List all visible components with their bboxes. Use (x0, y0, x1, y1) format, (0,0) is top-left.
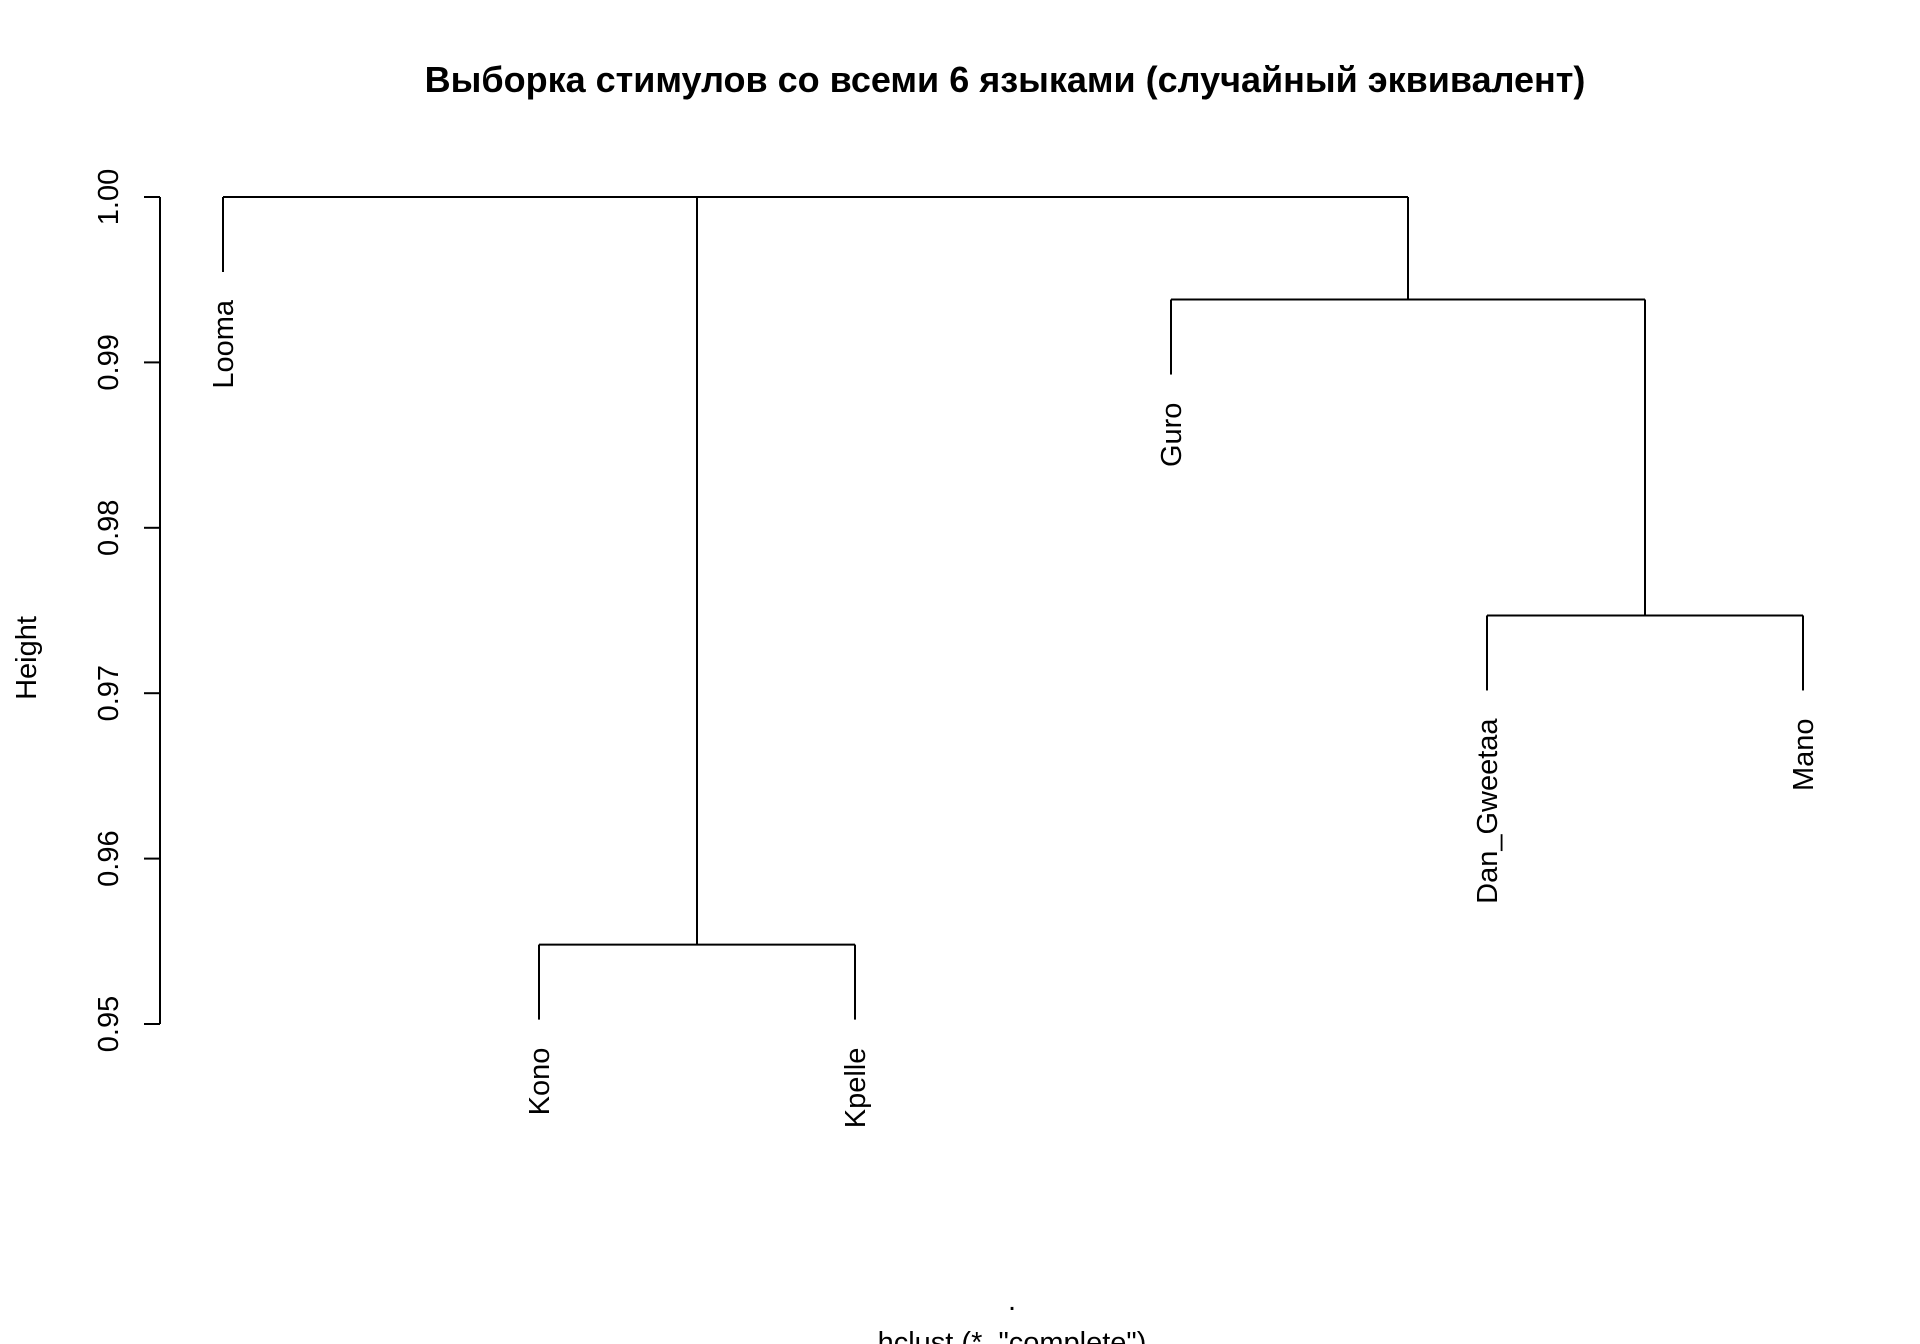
leaf-label: Dan_Gweetaa (1472, 718, 1504, 904)
dendrogram-branches (222, 196, 1804, 1020)
leaf-label: Looma (208, 299, 240, 389)
y-axis: 0.95 0.96 0.97 0.98 0.99 1.00 (93, 169, 161, 1052)
chart-title: Выборка стимулов со всеми 6 языками (слу… (425, 59, 1586, 100)
x-axis-label: hclust (*, "complete") (878, 1327, 1147, 1344)
y-tick-label: 0.98 (93, 500, 125, 556)
y-tick-label: 0.96 (93, 830, 125, 886)
x-axis-dot: . (1008, 1285, 1016, 1317)
y-axis-label: Height (11, 616, 43, 700)
y-tick-label: 0.95 (93, 996, 125, 1052)
leaf-label: Kono (524, 1048, 556, 1116)
y-tick-label: 0.99 (93, 334, 125, 390)
y-tick-label: 1.00 (93, 169, 125, 225)
leaf-label: Mano (1788, 718, 1820, 791)
leaf-label: Guro (1156, 403, 1188, 467)
leaf-label: Kpelle (840, 1048, 872, 1129)
y-tick-label: 0.97 (93, 665, 125, 721)
